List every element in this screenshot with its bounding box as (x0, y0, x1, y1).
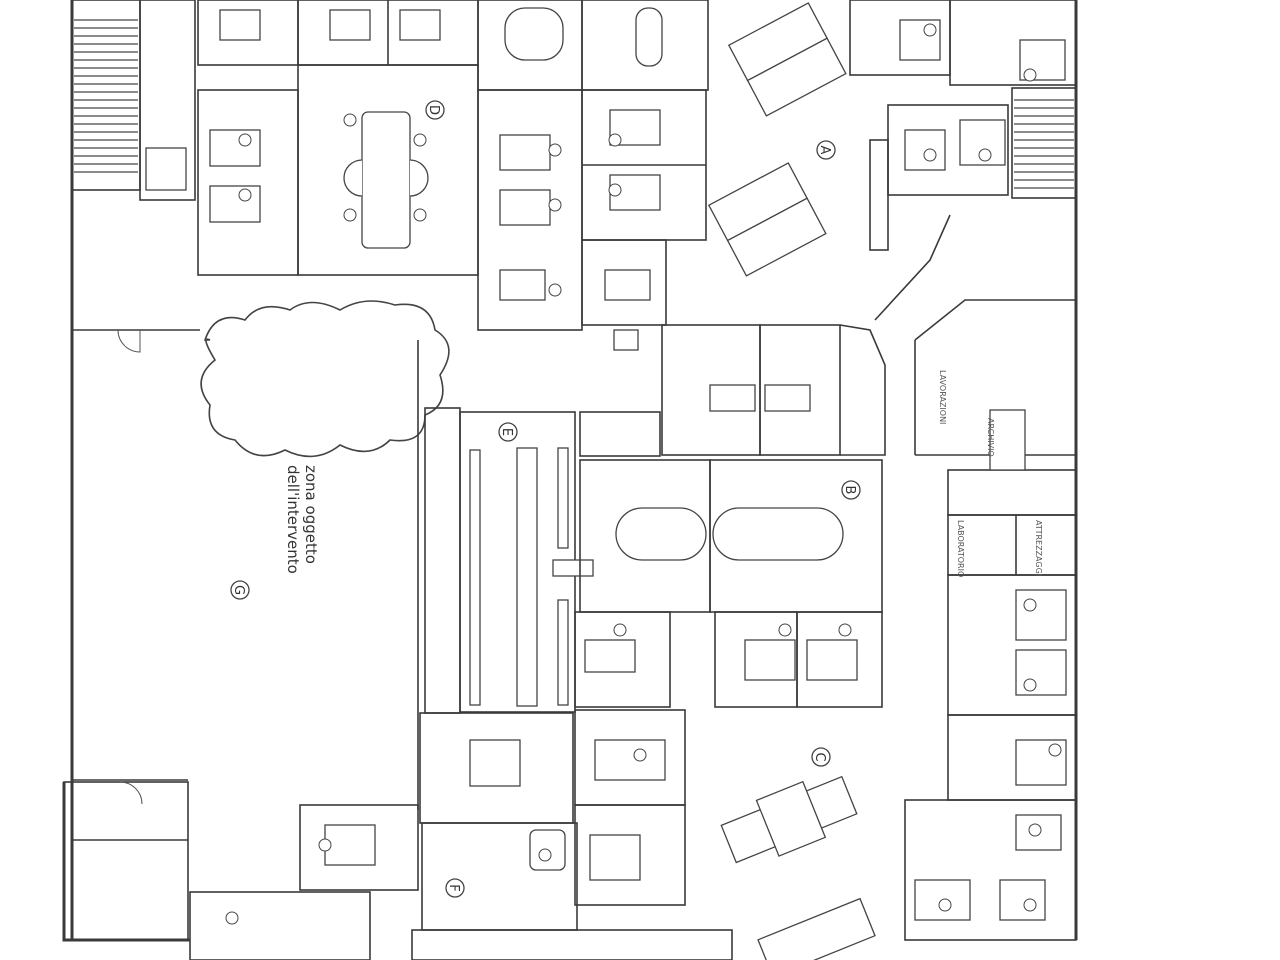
zone-letter-e: E (499, 428, 514, 436)
zone-g-area (63, 329, 419, 960)
intervention-note-line2: dell'intervento (284, 465, 302, 574)
zone-letter-f: F (446, 884, 461, 891)
zone-letter-g: G (231, 585, 246, 595)
zone-letter-a: A (817, 146, 832, 155)
zone-a-area (707, 0, 1077, 321)
workstation-chairs (225, 23, 1062, 925)
zone-marker-g: G (230, 580, 250, 600)
staircase-right (1011, 87, 1077, 199)
staircase-left (71, 0, 196, 201)
zone-e-area (424, 407, 661, 714)
zone-marker-e: E (498, 422, 518, 442)
zone-letter-b: B (842, 486, 857, 495)
zone-marker-d: D (425, 100, 445, 120)
zone-marker-a: A (816, 140, 836, 160)
room-label-r3: LABORATORIO (956, 520, 965, 577)
room-label-r1: LAVORAZIONI (938, 370, 947, 424)
intervention-note-line1: zona oggetto (302, 465, 320, 564)
room-label-r4: ATTREZZAGGI (1034, 520, 1043, 576)
cloud-outline (200, 300, 450, 458)
room-label-r2: ARCHIVIO (986, 418, 995, 457)
top-middle-offices (477, 0, 709, 351)
zone-c-area (574, 611, 883, 960)
zone-marker-b: B (841, 480, 861, 500)
zone-marker-f: F (445, 878, 465, 898)
zone-marker-c: C (811, 747, 831, 767)
zone-letter-d: D (426, 105, 441, 115)
zone-f-area (299, 712, 733, 960)
zone-b-area (579, 324, 886, 613)
zone-d-block (197, 0, 479, 276)
zone-letter-c: C (812, 752, 827, 761)
intervention-note: zona oggetto dell'intervento (284, 465, 320, 574)
right-offices (904, 299, 1077, 941)
